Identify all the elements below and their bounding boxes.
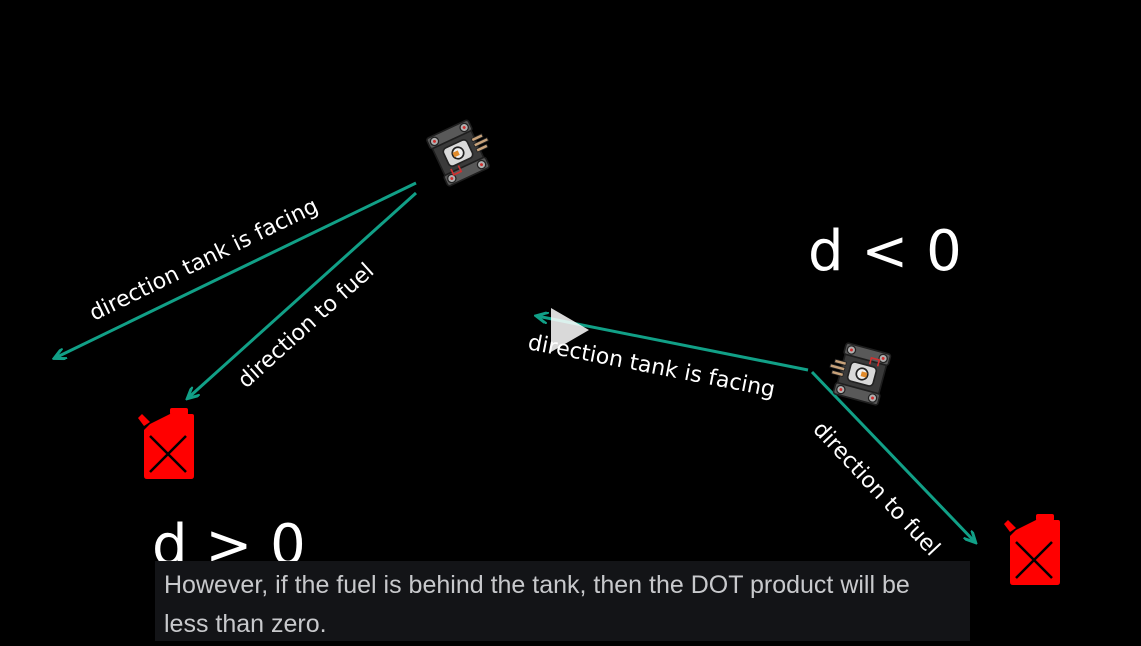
- tank-icon: [425, 114, 500, 188]
- formula-negative: d < 0: [808, 219, 962, 284]
- fuel-can-icon: [136, 406, 196, 481]
- left-fuel-label: direction to fuel: [233, 259, 379, 394]
- right-facing-arrow: [537, 316, 809, 372]
- right-fuel-arrow: [810, 370, 975, 542]
- play-button[interactable]: [545, 305, 595, 355]
- video-caption: However, if the fuel is behind the tank,…: [155, 561, 970, 641]
- left-fuel-arrow: [188, 191, 418, 398]
- left-facing-arrow: [55, 181, 417, 358]
- fuel-can-icon: [1002, 512, 1062, 587]
- play-icon: [551, 308, 589, 352]
- left-facing-label: direction tank is facing: [86, 194, 323, 327]
